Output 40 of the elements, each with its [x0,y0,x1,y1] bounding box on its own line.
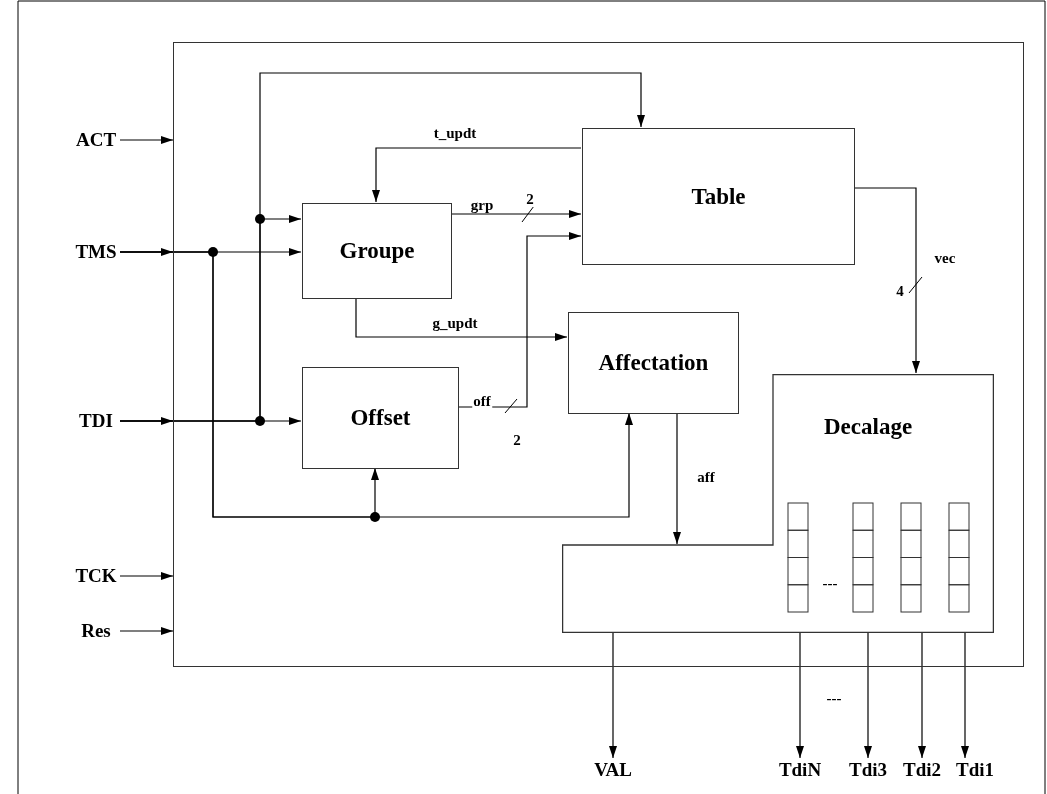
signal-label: Tdi3 [846,758,890,782]
process-block: Groupe [302,203,452,299]
signal-label: ACT [72,128,120,152]
signal-label: Res [72,619,120,643]
signal-label: TCK [72,564,120,588]
arrow [355,297,568,341]
arrow [918,631,926,759]
arrow [609,631,617,759]
edge-label: aff [696,469,716,485]
process-block: Affectation [568,312,739,414]
block-title: Decalage [824,414,913,440]
signal-label: TMS [72,240,120,264]
arrow [673,412,681,545]
signal-label: VAL [588,758,638,782]
arrow [119,251,633,518]
arrow [796,631,804,759]
arrow [457,232,582,408]
arrow [372,147,582,203]
bus-width-label: 2 [525,191,535,207]
arrow [119,627,174,635]
arrow [450,210,582,218]
edge-label: off [472,393,492,409]
arrow [119,136,174,144]
bus-width-label: 2 [512,432,522,448]
edge-label: g_updt [431,315,479,331]
system-block [173,42,1024,667]
arrow [961,631,969,759]
arrow [864,631,872,759]
arrow [119,72,645,422]
signal-label: TDI [72,409,120,433]
edge-label: t_updt [432,125,478,141]
signal-label: TdiN [776,758,824,782]
arrow [853,187,920,374]
bus-width-label: 4 [895,283,905,299]
signal-label: Tdi1 [953,758,997,782]
shift-register-block [562,374,994,633]
signal-label: Tdi2 [900,758,944,782]
arrow [119,572,174,580]
process-block: Table [582,128,855,265]
process-block: Offset [302,367,459,469]
